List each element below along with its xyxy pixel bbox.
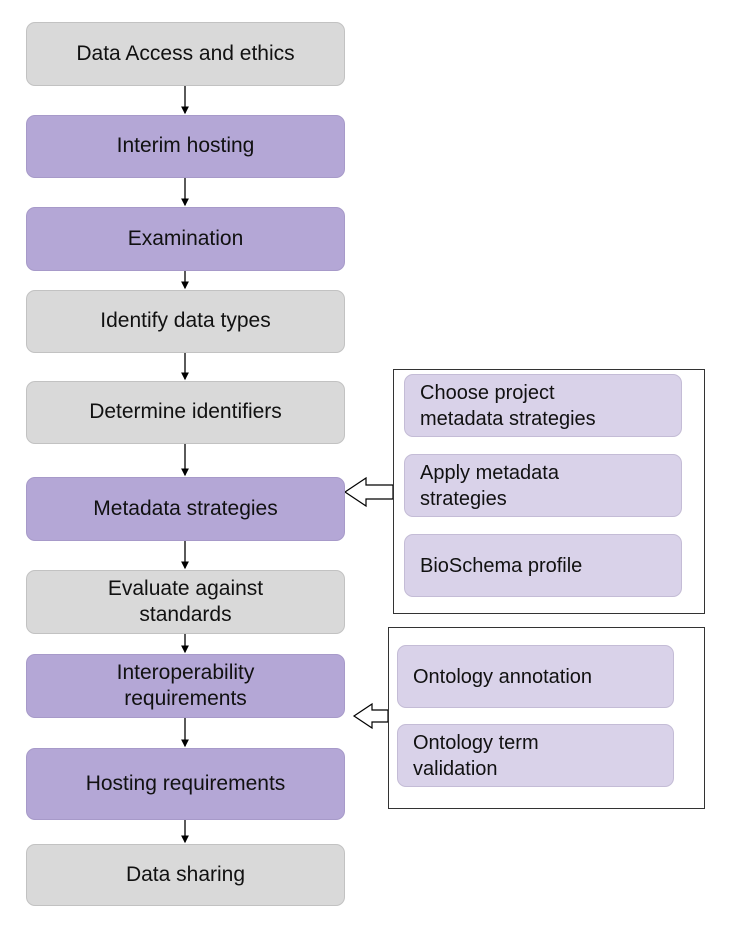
step-label: Metadata strategies [93,496,278,520]
step-determine-identifiers: Determine identifiers [26,381,345,444]
step-interim-hosting: Interim hosting [26,115,345,178]
step-label: Examination [127,226,244,250]
sub-item-ontology-term-validation: Ontology term validation [397,724,674,787]
step-label: Determine identifiers [89,400,282,424]
sub-item-choose-project-metadata: Choose project metadata strategies [404,374,682,437]
step-evaluate-standards: Evaluate against standards [26,570,345,634]
step-interoperability-requirements: Interoperability requirements [26,654,345,718]
interoperability-panel-arrow [352,702,389,730]
metadata-panel-arrow [343,476,394,508]
step-identify-data-types: Identify data types [26,290,345,353]
step-label: Interim hosting [116,134,255,158]
step-hosting-requirements: Hosting requirements [26,748,345,820]
sub-item-label: Ontology term validation [413,731,539,780]
step-metadata-strategies: Metadata strategies [26,477,345,541]
step-label: Evaluate against standards [107,576,264,626]
step-data-access: Data Access and ethics [26,22,345,86]
step-label: Identify data types [100,309,271,333]
sub-item-bioschema-profile: BioSchema profile [404,534,682,597]
step-data-sharing: Data sharing [26,844,345,906]
sub-item-label: Apply metadata strategies [420,461,559,510]
sub-item-label: Ontology annotation [413,665,593,688]
step-label: Data Access and ethics [76,41,295,65]
sub-item-apply-metadata: Apply metadata strategies [404,454,682,517]
sub-item-label: BioSchema profile [420,554,583,577]
step-label: Data sharing [125,862,246,886]
sub-item-label: Choose project metadata strategies [420,381,596,430]
step-label: Interoperability requirements [116,660,255,710]
step-label: Hosting requirements [85,771,286,795]
sub-item-ontology-annotation: Ontology annotation [397,645,674,708]
step-examination: Examination [26,207,345,271]
